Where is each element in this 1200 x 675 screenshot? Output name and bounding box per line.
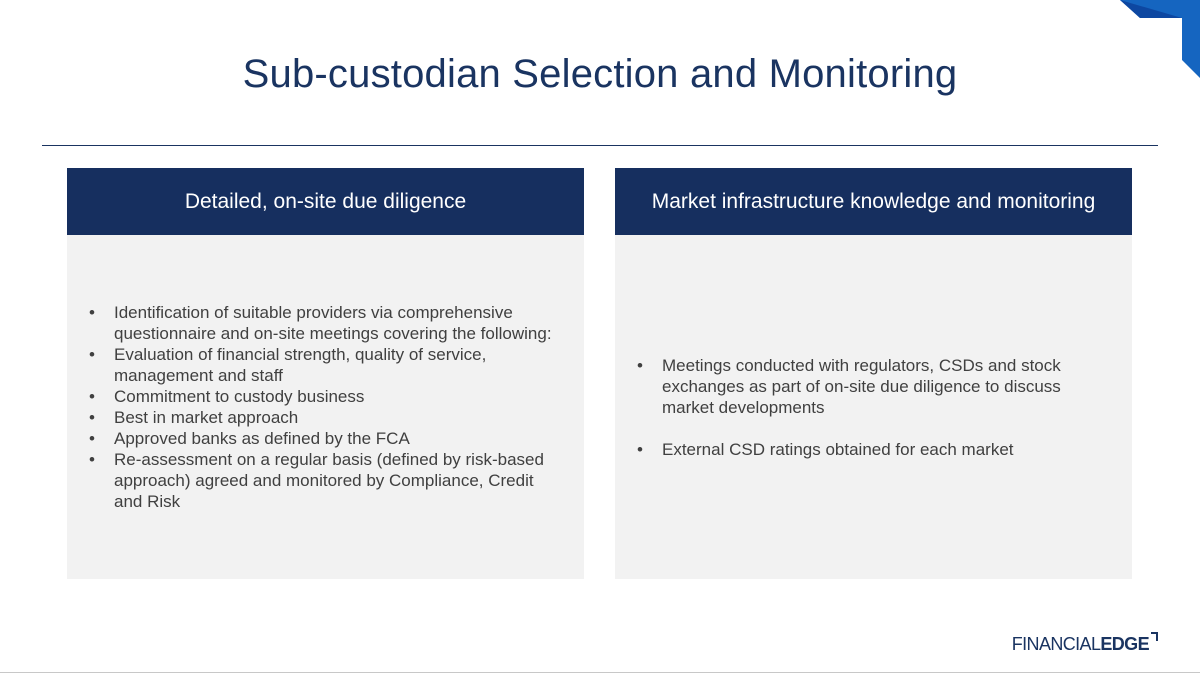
left-bullet-list: • Identification of suitable providers vi… — [87, 302, 554, 512]
bullet-icon: • — [89, 450, 95, 469]
corner-decoration — [1120, 0, 1200, 78]
list-item-text: Meetings conducted with regulators, CSDs… — [662, 355, 1061, 417]
list-item-text: Best in market approach — [114, 408, 299, 427]
logo-corner-icon — [1151, 632, 1158, 641]
list-item-text: Re-assessment on a regular basis (define… — [114, 450, 544, 511]
left-panel-header: Detailed, on-site due diligence — [67, 168, 584, 235]
bullet-icon: • — [89, 303, 95, 322]
list-item-text: Identification of suitable providers via… — [114, 303, 552, 343]
logo-text-bold: EDGE — [1100, 634, 1149, 654]
right-panel-header: Market infrastructure knowledge and moni… — [615, 168, 1132, 235]
title-divider — [42, 145, 1158, 146]
logo-text-light: FINANCIAL — [1011, 634, 1101, 654]
list-item: • Commitment to custody business — [87, 386, 554, 407]
list-item: • Approved banks as defined by the FCA — [87, 428, 554, 449]
list-item: • Best in market approach — [87, 407, 554, 428]
right-panel-body: • Meetings conducted with regulators, CSD… — [615, 235, 1132, 579]
list-item: • Meetings conducted with regulators, CSD… — [635, 355, 1102, 418]
list-item-text: External CSD ratings obtained for each m… — [662, 439, 1014, 459]
bullet-icon: • — [89, 408, 95, 427]
right-panel: Market infrastructure knowledge and moni… — [615, 168, 1132, 579]
list-item: • Identification of suitable providers vi… — [87, 302, 554, 344]
bullet-icon: • — [637, 439, 643, 459]
list-item: • Evaluation of financial strength, quali… — [87, 344, 554, 386]
bullet-icon: • — [637, 355, 643, 375]
left-panel-body: • Identification of suitable providers vi… — [67, 235, 584, 579]
slide-title: Sub-custodian Selection and Monitoring — [242, 52, 958, 96]
list-item: • External CSD ratings obtained for each … — [635, 439, 1102, 460]
left-panel: Detailed, on-site due diligence • Identif… — [67, 168, 584, 579]
bullet-icon: • — [89, 345, 95, 364]
bullet-icon: • — [89, 387, 95, 406]
list-item-text: Approved banks as defined by the FCA — [114, 429, 410, 448]
list-item-text: Commitment to custody business — [114, 387, 365, 406]
list-item: • Re-assessment on a regular basis (defin… — [87, 449, 554, 512]
list-item-text: Evaluation of financial strength, qualit… — [114, 345, 487, 385]
bullet-icon: • — [89, 429, 95, 448]
right-bullet-list: • Meetings conducted with regulators, CSD… — [635, 355, 1102, 460]
bottom-divider — [0, 672, 1200, 673]
